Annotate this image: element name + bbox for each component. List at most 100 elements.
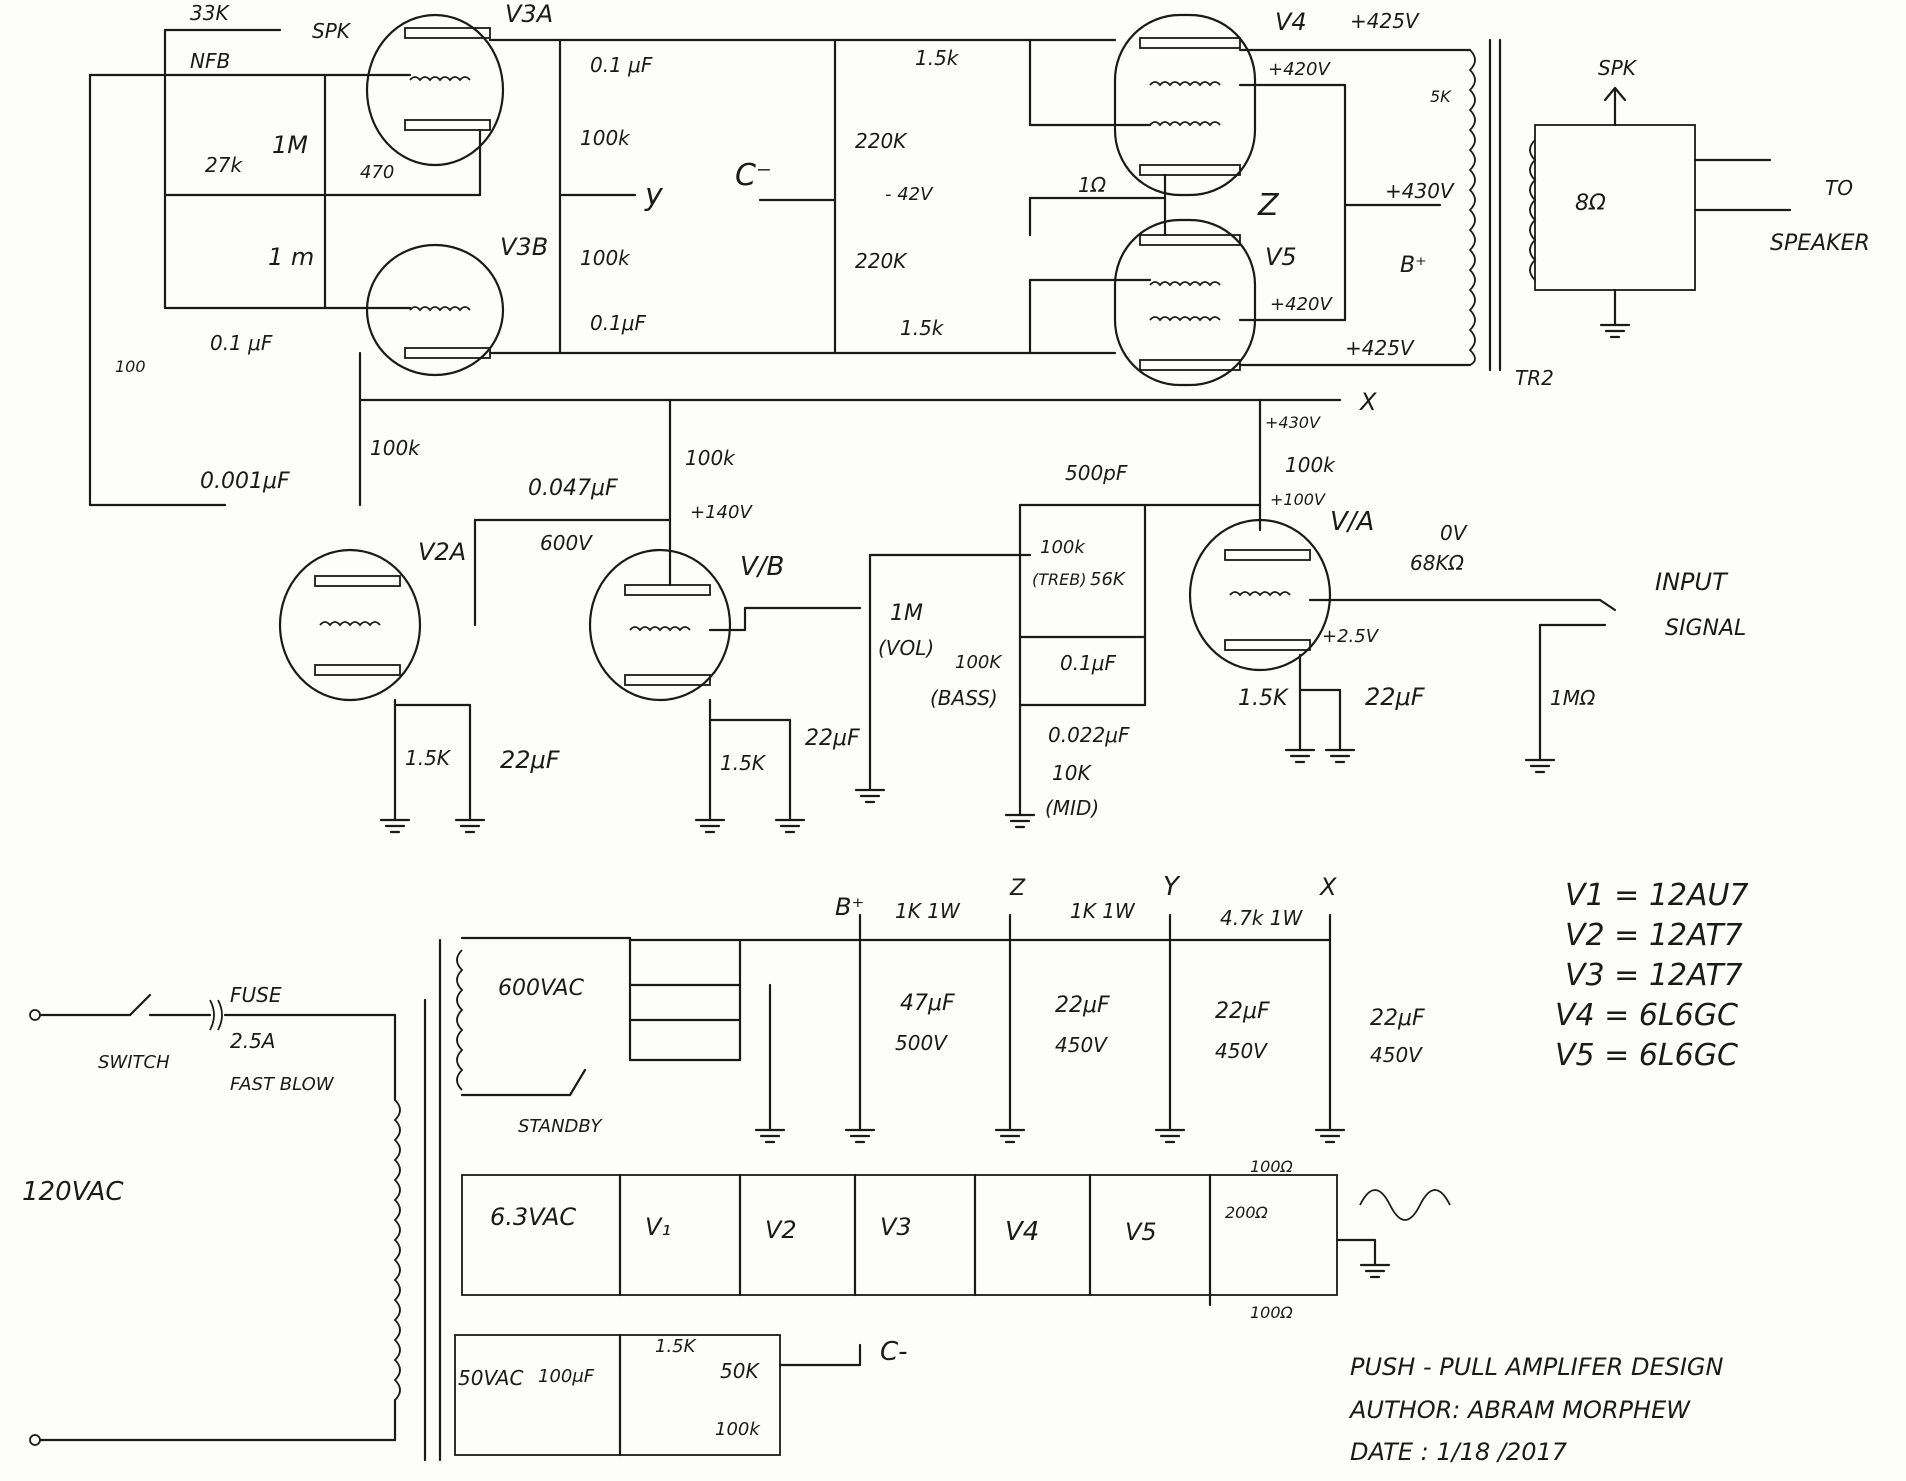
label-c0022: 0.022μF [1048,723,1130,747]
label-c22-b: 22μF [1215,999,1270,1024]
heater-supply [461,1173,1451,1307]
label-r220k-b: 220K [855,249,908,273]
output-transformer-tr2 [1529,86,1792,339]
label-r27k: 27k [205,153,243,177]
label-v430-x: +430V [1265,413,1321,432]
label-v1b: V/B [740,552,784,582]
label-tube-v5: V5 = 6L6GC [1555,1038,1738,1073]
label-r1m-b: 1 m [268,243,314,271]
label-r1ohm: 1Ω [1078,173,1107,197]
label-v1a: V/A [1330,507,1374,537]
label-r50k: 50K [720,1359,760,1383]
bias-supply [454,1333,862,1457]
label-v425-bot: +425V [1345,336,1415,360]
label-signal: SIGNAL [1665,616,1746,641]
label-v430: +430V [1385,179,1455,203]
label-spk-out: SPK [1598,56,1638,80]
label-x-node: X [1358,388,1377,416]
tube-v3a [365,13,505,167]
label-c-minus-ps: C- [880,1337,908,1367]
label-h-v5: V5 [1125,1218,1157,1246]
label-v3b: V3B [500,233,548,261]
label-h-v2: V2 [765,1216,797,1244]
tube-v2a [278,548,422,702]
label-r100k-treb: 100k [1040,537,1086,558]
label-vac50: 50VAC [458,1366,523,1390]
label-r100k-b: 100k [580,246,631,270]
label-c47: 47μF [900,991,955,1016]
label-r68k: 68KΩ [1410,551,1465,575]
label-h-v3: V3 [880,1213,912,1241]
label-r15k-v2a: 1.5K [405,746,452,770]
label-bass: (BASS) [930,686,998,710]
label-c22-v1a: 22μF [1365,683,1426,711]
label-speaker: SPEAKER [1770,231,1870,256]
label-c500p: 500pF [1065,461,1128,485]
label-r15k-v1b: 1.5K [720,751,767,775]
label-r220k-a: 220K [855,129,908,153]
label-v100: +100V [1270,490,1326,509]
label-bplus-top: B⁺ [1400,253,1427,278]
label-v3a: V3A [505,0,553,28]
label-r10k: 10K [1052,761,1092,785]
label-r15k-top: 1.5k [915,46,960,70]
label-c01-top: 0.1 μF [590,53,653,77]
label-r100k-v1b: 100k [685,446,736,470]
label-fuse: FUSE [230,983,282,1007]
label-r1mohm: 1MΩ [1550,686,1596,710]
label-v-neg42: - 42V [885,184,934,205]
label-h-v1: V₁ [645,1213,671,1241]
label-bplus: B⁺ [835,893,864,921]
preamp-wiring [379,398,1617,834]
tube-v1a [1188,518,1332,672]
label-vac600: 600VAC [498,976,585,1001]
label-tr2: TR2 [1515,366,1554,390]
label-title: PUSH - PULL AMPLIFER DESIGN [1350,1353,1724,1381]
label-v420-top: +420V [1268,59,1331,80]
label-c100: 100μF [538,1366,595,1387]
label-v500: 500V [895,1031,948,1055]
label-h-v4: V4 [1005,1217,1039,1247]
label-tube-v2: V2 = 12AT7 [1565,918,1743,953]
label-v420-bot: +420V [1270,294,1333,315]
tube-v5 [1113,218,1257,387]
label-v4: V4 [1275,8,1307,36]
label-r15k-bias: 1.5K [655,1336,697,1357]
label-c0001: 0.001μF [200,469,290,494]
tube-v3b [365,243,505,377]
label-c01-a: 0.1 μF [210,331,273,355]
label-r47k1w: 4.7k 1W [1220,906,1303,930]
label-treb: (TREB) [1032,570,1086,589]
label-v5: V5 [1265,243,1297,271]
label-r33k: 33K [190,1,230,25]
label-mid: (MID) [1045,796,1099,820]
mains-input [29,938,442,1462]
label-c0047: 0.047μF [528,476,618,501]
label-tube-v3: V3 = 12AT7 [1565,958,1743,993]
label-tube-v1: V1 = 12AU7 [1565,878,1749,913]
label-r15k-v1a: 1.5K [1238,686,1289,711]
label-tube-v4: V4 = 6L6GC [1555,998,1738,1033]
label-nfb: NFB [190,49,230,73]
power-amp-wiring [88,28,1502,532]
label-fuse-rating: 2.5A [230,1029,276,1053]
label-r100ohm-bot: 100Ω [1250,1303,1294,1322]
label-standby: STANDBY [518,1116,603,1137]
label-r5k: 5K [1430,87,1452,106]
label-r200ohm: 200Ω [1225,1203,1269,1222]
label-r470: 470 [360,162,394,183]
label-z-ps: Z [1009,876,1026,901]
label-r56k: 56K [1090,569,1126,590]
label-y-ps: Y [1163,872,1181,902]
label-v2a: V2A [418,538,466,566]
label-r1k1w-a: 1K 1W [895,899,961,923]
label-input: INPUT [1655,568,1729,596]
label-r100k-bias: 100k [715,1419,761,1440]
tube-v1b [588,548,732,702]
label-author: AUTHOR: ABRAM MORPHEW [1348,1396,1691,1424]
label-c22-v2a: 22μF [500,746,561,774]
label-z-node: Z [1257,188,1280,223]
